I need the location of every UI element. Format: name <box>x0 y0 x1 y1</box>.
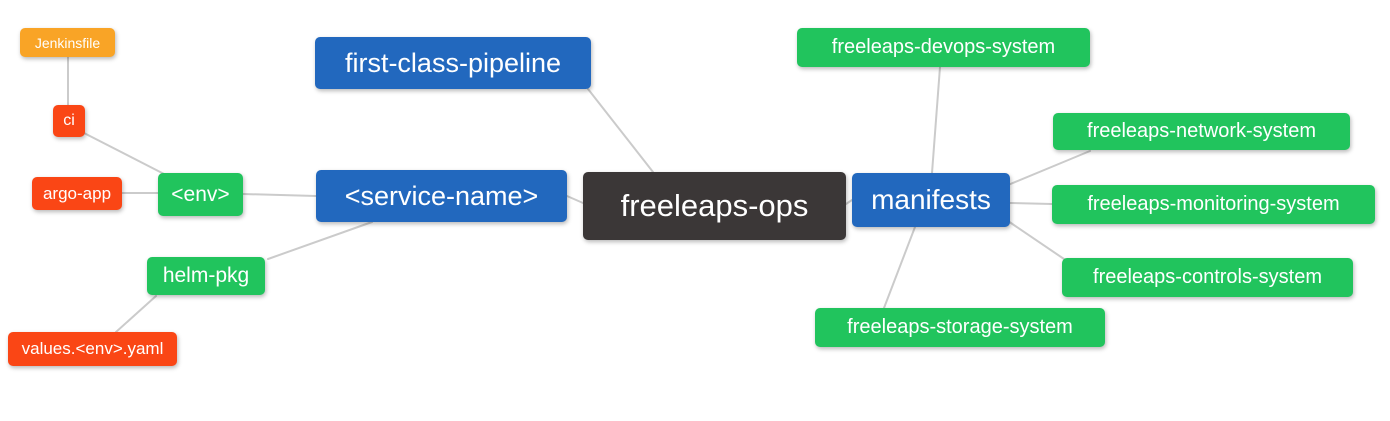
edge-env-service-name <box>242 193 317 197</box>
node-values-env-yaml[interactable]: values.<env>.yaml <box>8 332 177 366</box>
node-argo-app[interactable]: argo-app <box>32 177 122 210</box>
edge-manifests-freeleaps-controls-system <box>1007 220 1065 260</box>
node-ci[interactable]: ci <box>53 105 85 137</box>
node-service-name[interactable]: <service-name> <box>316 170 567 222</box>
node-label: freeleaps-controls-system <box>1093 266 1322 288</box>
node-label: freeleaps-storage-system <box>847 316 1073 338</box>
node-label: freeleaps-ops <box>620 188 809 223</box>
node-label: argo-app <box>42 183 112 203</box>
node-label: <env> <box>171 182 230 206</box>
node-label: ci <box>63 112 75 129</box>
node-label: manifests <box>871 184 991 215</box>
edge-helm-pkg-service-name <box>267 221 373 260</box>
edge-ci-env <box>83 132 167 176</box>
node-freeleaps-devops-system[interactable]: freeleaps-devops-system <box>797 28 1090 67</box>
edge-freeleaps-devops-system-manifests <box>931 66 941 174</box>
node-label: first-class-pipeline <box>344 47 562 78</box>
node-jenkinsfile[interactable]: Jenkinsfile <box>20 28 115 57</box>
node-freeleaps-network-system[interactable]: freeleaps-network-system <box>1053 113 1350 150</box>
edge-service-name-freeleaps-ops <box>566 195 584 204</box>
edge-manifests-freeleaps-network-system <box>1007 150 1091 186</box>
node-env[interactable]: <env> <box>158 173 243 216</box>
edge-manifests-freeleaps-monitoring-system <box>1009 202 1053 205</box>
node-freeleaps-ops[interactable]: freeleaps-ops <box>583 172 846 240</box>
edge-first-class-pipeline-freeleaps-ops <box>587 88 654 173</box>
node-manifests[interactable]: manifests <box>852 173 1010 227</box>
node-label: <service-name> <box>344 180 539 211</box>
node-first-class-pipeline[interactable]: first-class-pipeline <box>315 37 591 89</box>
node-freeleaps-storage-system[interactable]: freeleaps-storage-system <box>815 308 1105 347</box>
node-label: freeleaps-devops-system <box>831 36 1056 58</box>
node-helm-pkg[interactable]: helm-pkg <box>147 257 265 295</box>
node-label: freeleaps-monitoring-system <box>1087 193 1340 215</box>
node-label: freeleaps-network-system <box>1087 120 1316 142</box>
node-label: helm-pkg <box>162 264 250 287</box>
node-freeleaps-controls-system[interactable]: freeleaps-controls-system <box>1062 258 1353 297</box>
edge-freeleaps-ops-manifests <box>845 199 853 205</box>
node-freeleaps-monitoring-system[interactable]: freeleaps-monitoring-system <box>1052 185 1375 224</box>
node-label: values.<env>.yaml <box>21 339 164 358</box>
edge-manifests-freeleaps-storage-system <box>883 226 916 309</box>
node-label: Jenkinsfile <box>34 34 101 51</box>
edge-values-env-yaml-helm-pkg <box>115 295 157 333</box>
